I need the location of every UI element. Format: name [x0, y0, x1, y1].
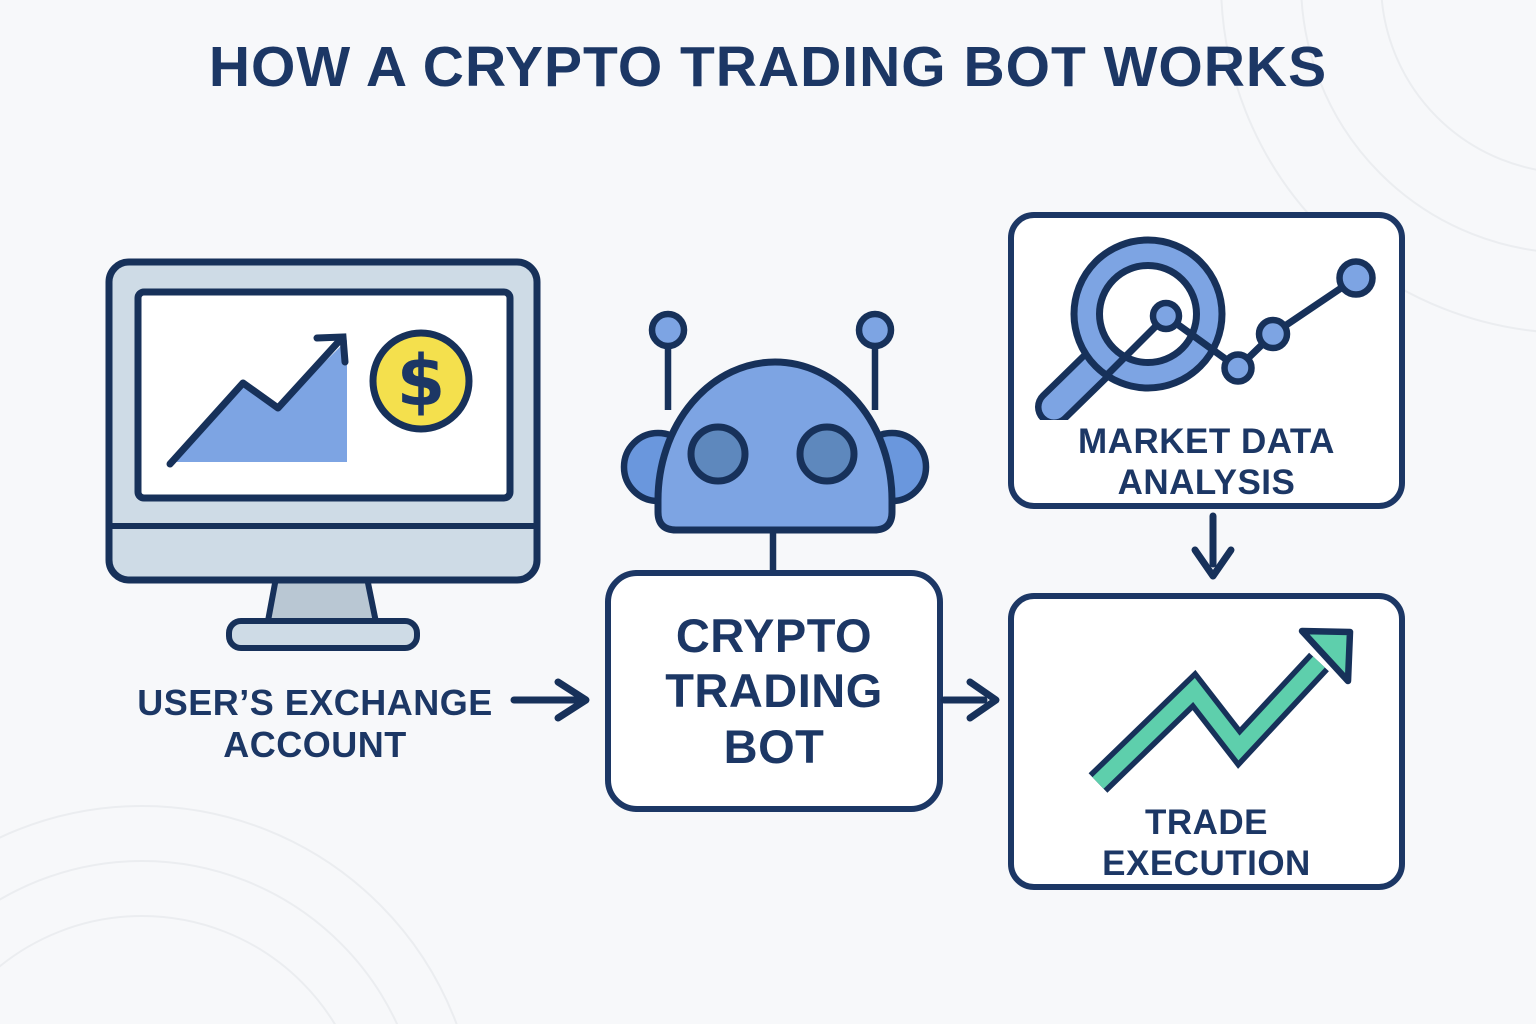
dollar-sign: $ [397, 340, 446, 422]
monitor-stand-base [226, 618, 420, 651]
decorative-ring [0, 805, 479, 1024]
flow-arrow-down-icon [1191, 512, 1235, 580]
data-point [1149, 299, 1183, 333]
data-point [1221, 351, 1255, 385]
market-data-analysis-label-text: MARKET DATA ANALYSIS [1078, 422, 1335, 503]
robot-eye-left [687, 423, 749, 485]
uptrend-arrow-shaft [1092, 656, 1325, 789]
uptrend-arrowhead [1298, 627, 1354, 685]
growth-line [166, 335, 345, 468]
monitor-growth-chart-dollar-icon: $ [105, 258, 541, 651]
market-data-analysis-box: MARKET DATA ANALYSIS [1008, 212, 1405, 509]
robot-head-dome [654, 358, 896, 534]
uptrend-arrow-icon [1088, 627, 1354, 793]
uptrend-arrow-outline [1088, 652, 1329, 793]
exchange-account-label: USER’S EXCHANGE ACCOUNT [110, 682, 520, 766]
magnifier-line-chart-icon [1035, 236, 1376, 420]
market-data-analysis-label: MARKET DATA ANALYSIS [1014, 421, 1399, 504]
growth-arrowhead [313, 333, 349, 366]
trade-execution-box: TRADE EXECUTION [1008, 593, 1405, 890]
trade-execution-label: TRADE EXECUTION [1014, 802, 1399, 885]
robot-eye-right [796, 423, 858, 485]
flow-arrow-right-icon [510, 678, 590, 722]
exchange-account-label-text: USER’S EXCHANGE ACCOUNT [137, 682, 493, 765]
dollar-coin [369, 329, 473, 433]
magnifier-handle [1041, 351, 1111, 420]
data-point [1255, 316, 1291, 352]
robot-antenna-ball-right [855, 310, 895, 350]
magnifier-lens-glass [1096, 262, 1200, 366]
crypto-trading-bot-box: CRYPTO TRADING BOT [605, 570, 943, 812]
crypto-trading-bot-label: CRYPTO TRADING BOT [665, 608, 883, 773]
flow-arrow-right-icon [940, 678, 1000, 722]
trade-execution-label-text: TRADE EXECUTION [1102, 803, 1311, 884]
growth-area-chart [172, 340, 347, 462]
data-point [1336, 258, 1376, 298]
robot-head-icon [620, 310, 930, 571]
robot-antenna-ball-left [648, 310, 688, 350]
trend-line-segment [1235, 275, 1358, 371]
page-title: HOW A CRYPTO TRADING BOT WORKS [208, 35, 1328, 100]
